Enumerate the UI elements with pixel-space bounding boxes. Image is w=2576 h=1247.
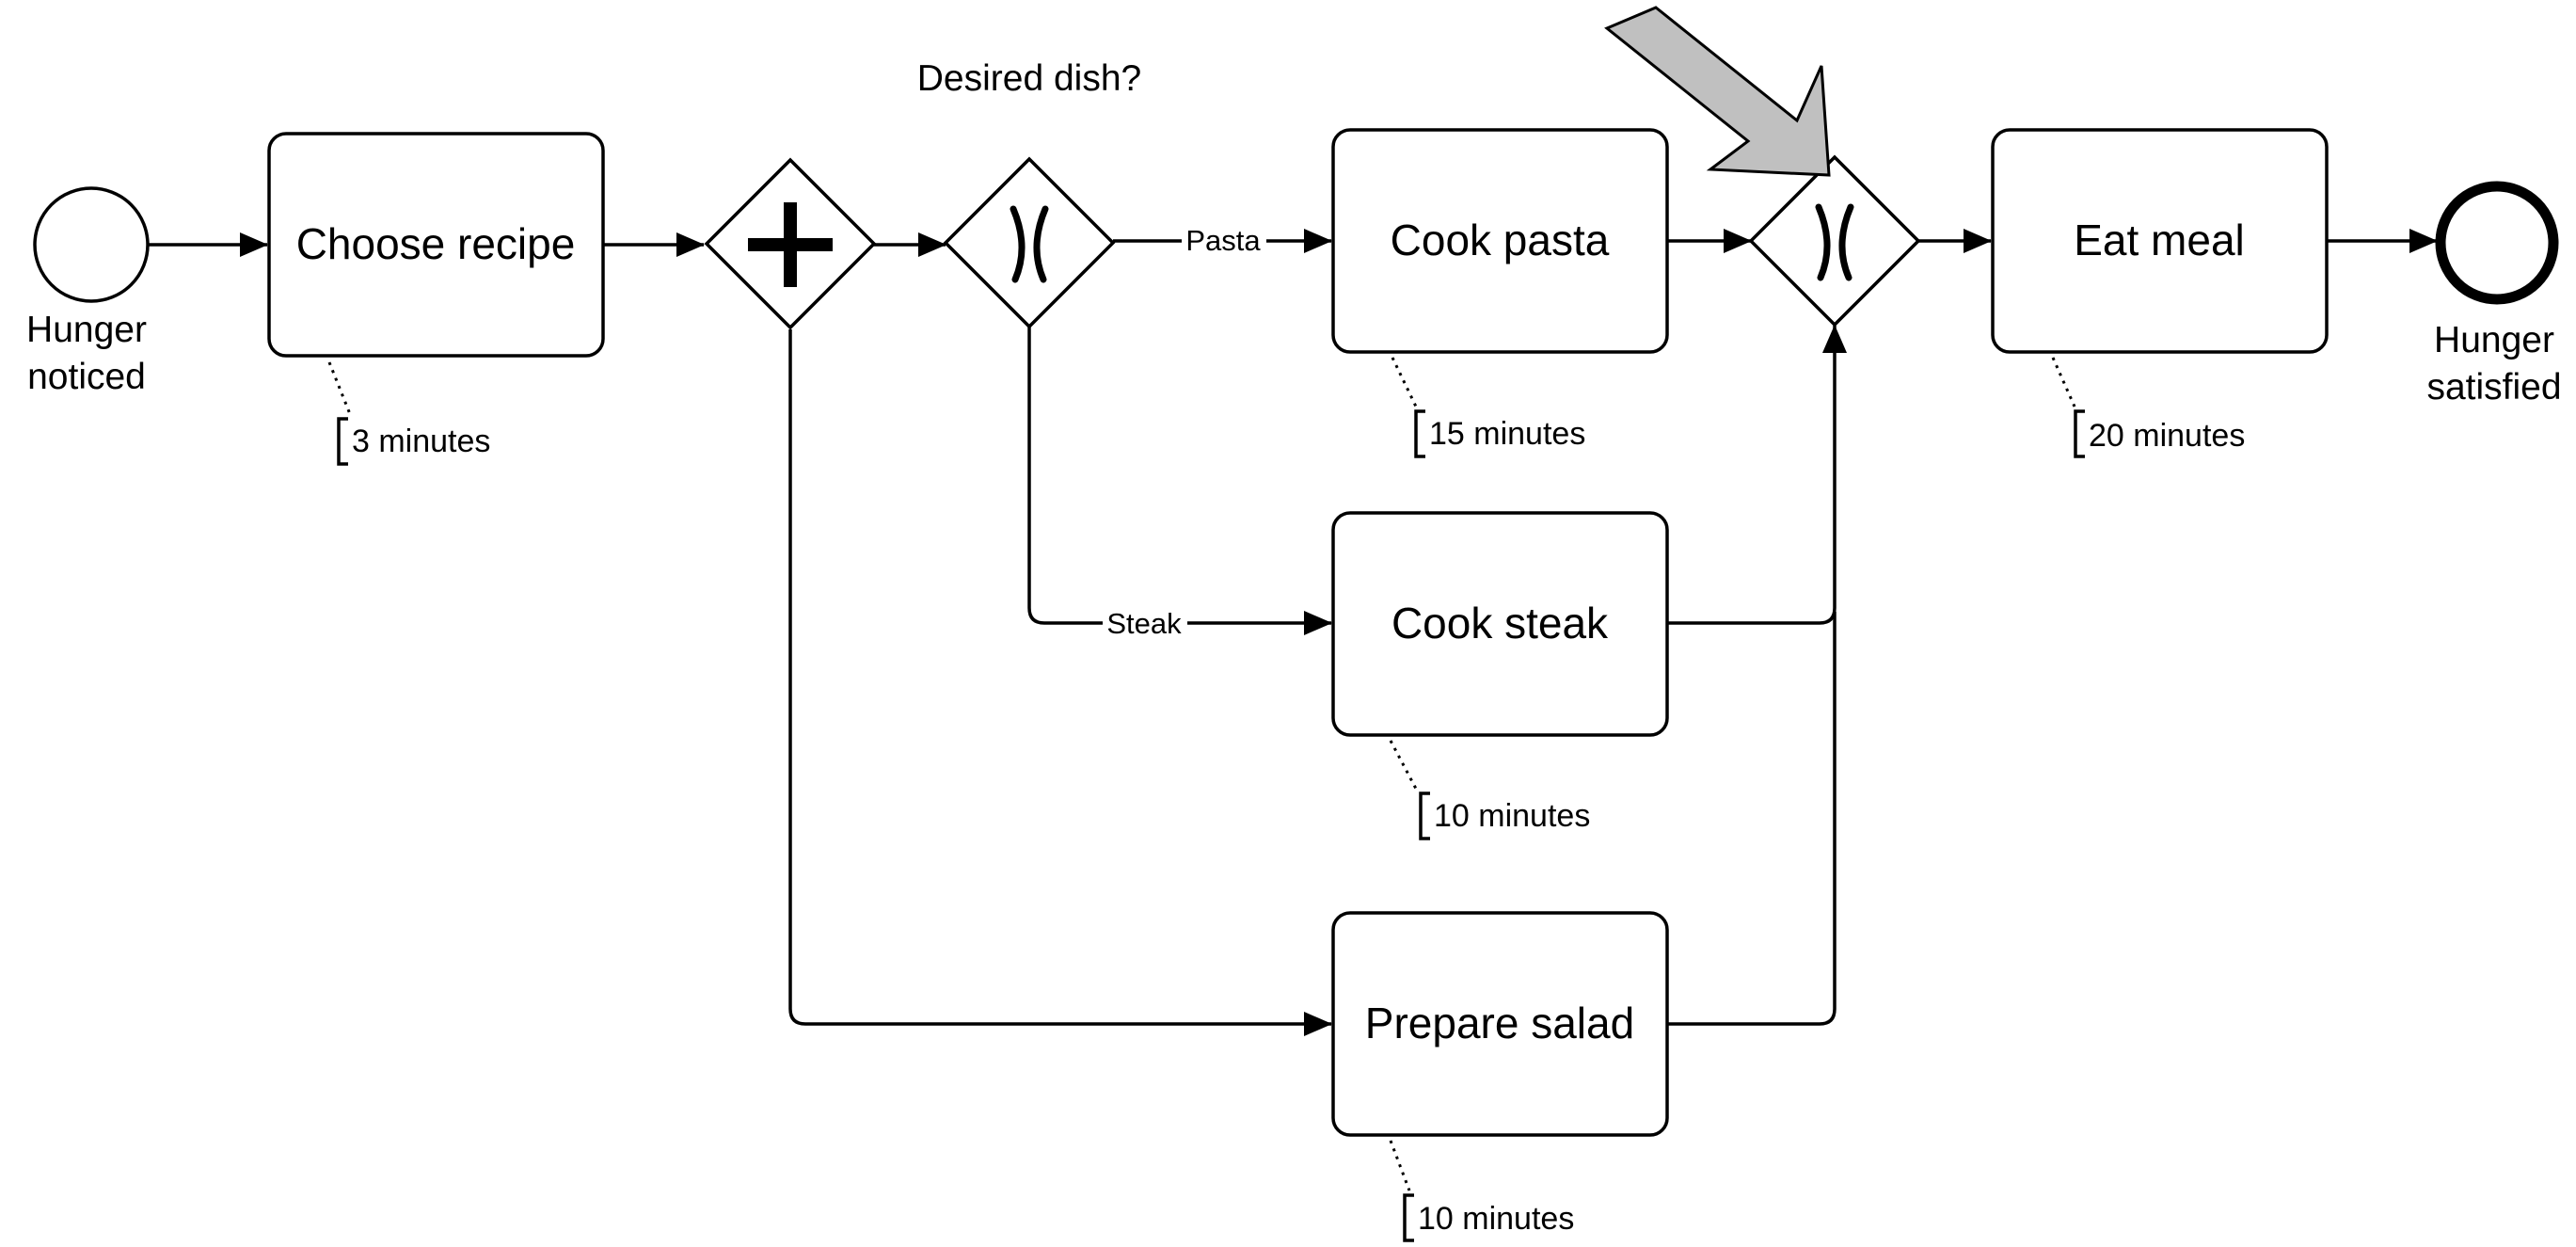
pasta-label-bg xyxy=(1182,222,1266,258)
start-event[interactable]: Hunger noticed xyxy=(26,186,150,397)
parallel-gateway-split[interactable] xyxy=(704,157,877,330)
end-event-label-line2: satisfied xyxy=(2426,367,2561,408)
annotation-eat-meal: 20 minutes xyxy=(2051,357,2245,458)
pasta-flow-label: Pasta xyxy=(1185,224,1261,257)
task-eat-meal[interactable]: Eat meal xyxy=(1991,128,2329,354)
end-event-label-line1: Hunger xyxy=(2434,320,2554,360)
task-prepare-salad-label: Prepare salad xyxy=(1365,999,1634,1047)
annotation-eat-meal-text: 20 minutes xyxy=(2089,418,2245,454)
exclusive-gateway-split-diamond xyxy=(943,156,1116,329)
task-cook-steak-label: Cook steak xyxy=(1391,599,1609,647)
task-choose-recipe-label: Choose recipe xyxy=(296,219,576,268)
decision-question-label: Desired dish? xyxy=(917,58,1141,99)
steak-flow-label: Steak xyxy=(1106,607,1182,640)
highlight-arrow-shape xyxy=(1604,6,1831,177)
task-choose-recipe-box xyxy=(267,132,605,358)
annotation-bracket xyxy=(2074,409,2085,458)
exclusive-gateway-join-diamond xyxy=(1748,154,1921,328)
task-choose-recipe[interactable]: Choose recipe xyxy=(267,132,605,358)
task-cook-steak-box xyxy=(1331,511,1669,737)
exclusive-gateway-join[interactable] xyxy=(1748,154,1921,328)
steak-label-bg xyxy=(1103,606,1187,642)
annotation-association xyxy=(327,361,352,415)
flow-prepare-salad-to-xor-join xyxy=(1668,612,1837,1026)
task-prepare-salad[interactable]: Prepare salad xyxy=(1331,911,1669,1137)
flow-parallel-split-to-prepare-salad xyxy=(788,329,1332,1036)
flow-labels: Pasta Steak xyxy=(1103,222,1266,642)
annotation-choose-recipe: 3 minutes xyxy=(327,361,490,466)
task-eat-meal-label: Eat meal xyxy=(2074,216,2245,264)
annotation-bracket xyxy=(337,417,348,466)
annotation-bracket xyxy=(1414,409,1425,458)
flow-steak xyxy=(1027,326,1332,635)
annotation-choose-recipe-text: 3 minutes xyxy=(352,424,490,459)
annotation-cook-steak-text: 10 minutes xyxy=(1434,798,1590,834)
end-event[interactable]: Hunger satisfied xyxy=(2426,181,2562,408)
task-cook-pasta-box xyxy=(1331,128,1669,354)
task-cook-pasta[interactable]: Cook pasta xyxy=(1331,128,1669,354)
plus-icon xyxy=(748,202,833,287)
start-event-label-line1: Hunger xyxy=(26,310,147,350)
start-event-label-line2: noticed xyxy=(27,357,146,397)
start-event-circle xyxy=(33,186,150,303)
x-marker-icon xyxy=(1815,203,1854,281)
annotation-cook-pasta: 15 minutes xyxy=(1391,357,1585,458)
sequence-flows xyxy=(149,229,2438,1036)
highlight-arrow xyxy=(1604,6,1831,177)
annotation-association xyxy=(1389,1140,1411,1191)
annotation-association xyxy=(1391,357,1418,408)
exclusive-gateway-split[interactable]: Desired dish? xyxy=(917,58,1141,329)
annotation-bracket xyxy=(1419,791,1430,840)
task-prepare-salad-box xyxy=(1331,911,1669,1137)
annotation-association xyxy=(2051,357,2076,408)
annotation-prepare-salad-text: 10 minutes xyxy=(1418,1201,1574,1237)
flow-cook-steak-to-xor-join xyxy=(1668,325,1847,625)
task-cook-pasta-label: Cook pasta xyxy=(1391,216,1610,264)
annotation-bracket xyxy=(1403,1193,1414,1242)
annotation-association xyxy=(1389,740,1418,790)
annotation-prepare-salad: 10 minutes xyxy=(1389,1140,1574,1242)
task-cook-steak[interactable]: Cook steak xyxy=(1331,511,1669,737)
end-event-circle xyxy=(2435,181,2559,305)
task-eat-meal-box xyxy=(1991,128,2329,354)
annotation-cook-steak: 10 minutes xyxy=(1389,740,1590,840)
x-marker-icon xyxy=(1010,205,1049,283)
annotation-cook-pasta-text: 15 minutes xyxy=(1429,416,1585,452)
